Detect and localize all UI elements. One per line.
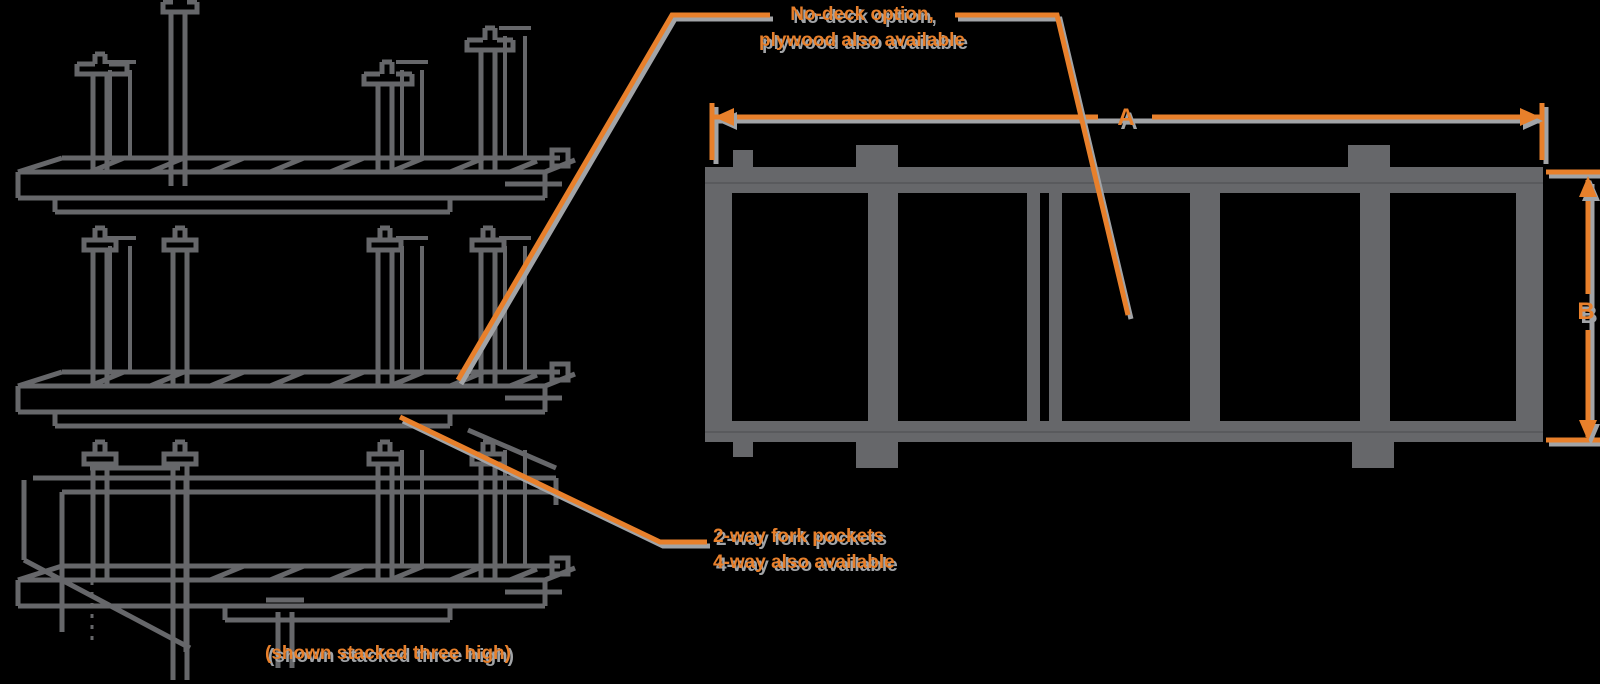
pallet-frame-bottom-level bbox=[15, 555, 576, 623]
pallet-frame-top-level bbox=[15, 147, 576, 215]
dim-b-label: B bbox=[1577, 298, 1594, 325]
posts-middle-tier bbox=[81, 225, 531, 388]
dimension-b-line: B B bbox=[1546, 172, 1600, 447]
beam-seam-lines bbox=[705, 182, 1543, 433]
dimension-a-line: A A bbox=[712, 103, 1549, 164]
dim-b-label-shadow: B bbox=[1580, 302, 1597, 329]
posts-above-top-level bbox=[74, 0, 531, 186]
pallet-structure bbox=[705, 145, 1543, 468]
no-deck-line2: plywood also available bbox=[759, 30, 965, 51]
no-deck-line1: No-deck option, bbox=[790, 4, 934, 25]
front-elevation-pallet bbox=[705, 145, 1543, 468]
fork-pockets-annotation: 2-way fork pockets 4-way also available bbox=[713, 524, 895, 576]
isometric-stacked-pallets bbox=[15, 0, 576, 680]
fork-line2: 4-way also available bbox=[713, 552, 895, 573]
pallet-frame-middle-level bbox=[15, 361, 576, 429]
dim-a-label-shadow: A bbox=[1120, 108, 1137, 135]
stacked-caption: (shown stacked three high) bbox=[265, 643, 511, 664]
fork-line1: 2-way fork pockets bbox=[713, 526, 885, 547]
posts-lower-tier bbox=[81, 439, 527, 680]
no-deck-annotation: No-deck option, plywood also available bbox=[712, 2, 1012, 54]
dim-a-label: A bbox=[1117, 104, 1134, 131]
